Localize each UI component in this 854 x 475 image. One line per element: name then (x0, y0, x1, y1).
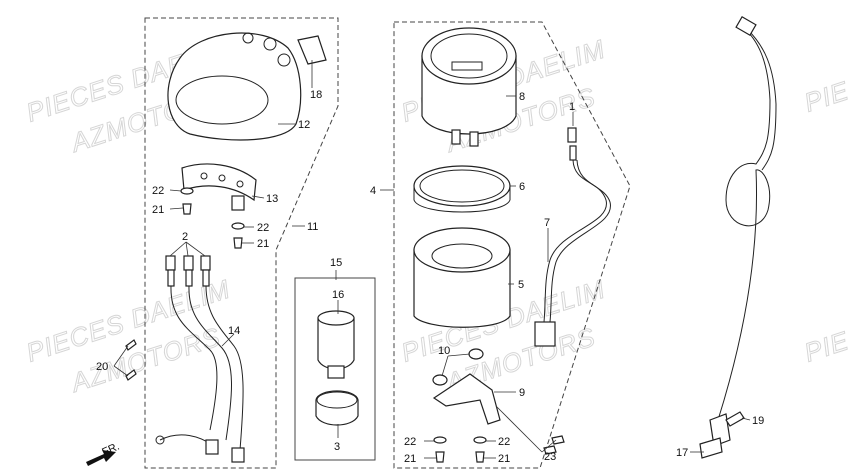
callout-22: 22 (152, 185, 164, 197)
rubber-grommet (432, 374, 448, 386)
callout-1: 1 (569, 101, 575, 113)
caution-label (297, 35, 327, 65)
callout-17: 17 (676, 447, 688, 459)
leader-lines (113, 60, 751, 459)
callout-7: 7 (544, 217, 550, 229)
clamp (315, 390, 359, 426)
callout-4: 4 (370, 185, 376, 197)
assembly-outline-left (144, 17, 339, 469)
screw (233, 237, 243, 249)
washer (231, 222, 245, 230)
callout-5: 5 (518, 279, 524, 291)
washer (473, 436, 487, 444)
callout-12: 12 (298, 119, 310, 131)
rubber-grommet (468, 348, 484, 360)
bolt (551, 435, 565, 445)
bulb-socket-box (294, 277, 376, 461)
meter-case (413, 227, 511, 328)
callout-22: 22 (257, 222, 269, 234)
callout-13: 13 (266, 193, 278, 205)
speedometer-cable (699, 15, 777, 459)
assembly-outline-middle (393, 21, 631, 469)
callout-3: 3 (334, 441, 340, 453)
bulb-harness (155, 255, 245, 463)
callout-6: 6 (519, 181, 525, 193)
callout-18: 18 (310, 89, 322, 101)
callout-22: 22 (498, 436, 510, 448)
callout-labels: 18 12 13 22 21 22 21 11 2 14 20 15 16 3 … (96, 89, 764, 465)
callout-20: 20 (96, 361, 108, 373)
callout-22: 22 (404, 436, 416, 448)
washer (433, 436, 447, 444)
screw (125, 339, 137, 351)
callout-21: 21 (257, 238, 269, 250)
callout-10: 10 (438, 345, 450, 357)
meter-cover (167, 32, 302, 141)
washer (180, 187, 194, 195)
callout-8: 8 (519, 91, 525, 103)
indicator-wire (534, 127, 611, 347)
callout-21: 21 (498, 453, 510, 465)
callout-11: 11 (307, 221, 318, 233)
callout-2: 2 (182, 231, 188, 243)
callout-15: 15 (330, 257, 342, 269)
screw (182, 203, 192, 215)
callout-9: 9 (519, 387, 525, 399)
callout-23: 23 (544, 451, 556, 463)
speedometer (421, 27, 517, 147)
callout-14: 14 (228, 325, 240, 337)
callout-19: 19 (752, 415, 764, 427)
meter-bracket (181, 163, 257, 211)
meter-ring (413, 165, 511, 213)
direction-label: FR. (100, 441, 121, 459)
front-direction-arrow (86, 450, 116, 466)
socket (317, 310, 355, 379)
case-bracket (432, 373, 501, 425)
callout-16: 16 (332, 289, 344, 301)
watermark: PIE (801, 75, 853, 117)
callout-21: 21 (152, 204, 164, 216)
watermark: PIE (801, 325, 853, 367)
screw (725, 411, 745, 427)
screw (435, 451, 445, 463)
screw (475, 451, 485, 463)
screw (125, 369, 137, 381)
callout-21: 21 (404, 453, 416, 465)
